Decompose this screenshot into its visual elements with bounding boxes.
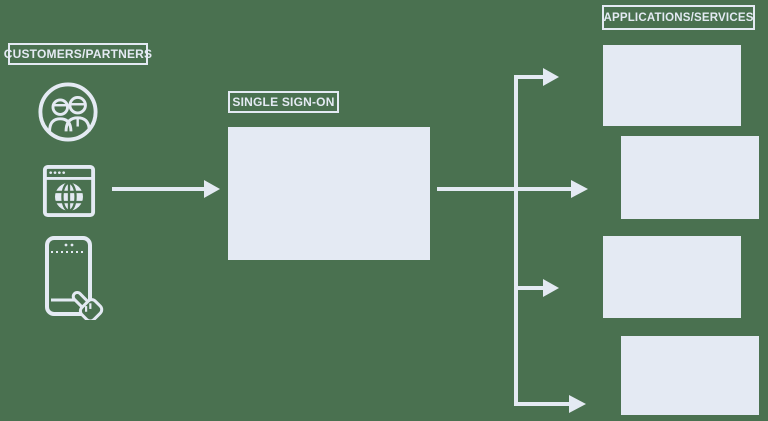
- app-box-2: [621, 136, 759, 219]
- single-sign-on-box: [228, 127, 430, 260]
- app-box-3: [603, 236, 741, 318]
- browser-globe-icon: [42, 164, 96, 223]
- arrowhead-to-sso: [204, 180, 220, 198]
- arrowhead-to-app-4: [569, 395, 586, 413]
- customers-partners-label: CUSTOMERS/PARTNERS: [4, 43, 152, 65]
- arrowhead-to-app-2: [571, 180, 588, 198]
- arrowhead-to-app-3: [543, 279, 559, 297]
- distributor-line: [514, 75, 569, 406]
- app-box-1: [603, 45, 741, 126]
- people-icon: [37, 80, 99, 149]
- app-box-4: [621, 336, 759, 415]
- mobile-touch-icon: [44, 236, 108, 325]
- single-sign-on-label: SINGLE SIGN-ON: [228, 91, 339, 113]
- arrowhead-to-app-1: [543, 68, 559, 86]
- applications-services-label: APPLICATIONS/SERVICES: [602, 5, 755, 30]
